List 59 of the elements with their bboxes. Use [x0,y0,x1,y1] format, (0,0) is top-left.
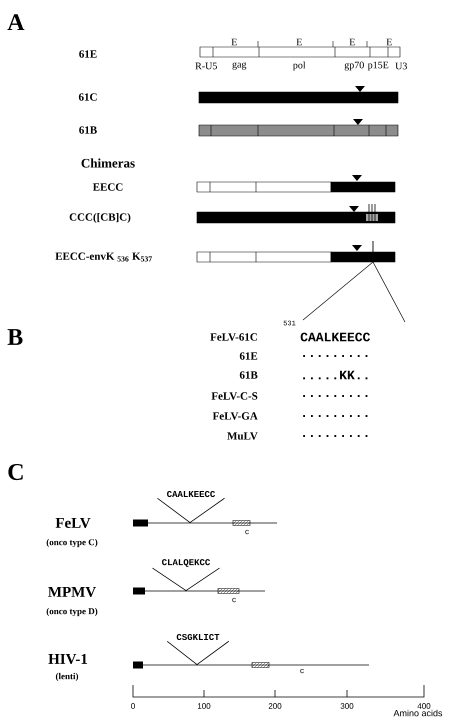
strain-label: 61B [240,371,258,379]
virus-label: FeLV [56,518,90,528]
tick-label: 400 [418,703,430,709]
alignment-dots: ......... [303,435,368,437]
tick-label: 0 [131,703,135,709]
gene-label: gag [232,62,246,70]
protein-map-drawing [132,662,370,668]
panel-letter: C [8,464,23,480]
gene-label: R-U5 [195,62,217,70]
axis-title: Amino acids [394,710,442,716]
leader-line [152,568,220,591]
subtype-label: (lenti) [56,672,78,682]
strain-label: 61C [78,93,97,101]
alignment-dots: ......... [303,415,368,417]
subtype-label: (onco type C) [46,538,98,548]
gene-label: pol [293,61,306,71]
segment-label: E [349,38,355,46]
segment-label: E [296,38,302,46]
strain-label: 61B [79,126,97,134]
segment-label: E [231,38,237,46]
sequence-text: CLALQEKCC [162,559,210,567]
virus-label: MPMV [48,586,96,598]
strain-label: CCC([CB]C) [70,213,130,223]
tick-label: 300 [340,703,354,709]
subtype-label: (onco type D) [46,608,98,616]
virus-label: HIV-1 [48,654,88,664]
strain-label: FeLV-GA [212,412,258,420]
strain-label: EECC [92,183,122,191]
tick-label: 200 [268,703,282,709]
panel-letter: B [8,329,23,345]
cysteine-label: c [300,668,304,674]
strain-label: 61E [240,352,258,360]
alignment-dots: ......... [303,395,368,397]
protein-map-drawing [132,588,266,594]
panel-letter: A [7,14,24,30]
leader-line [157,498,225,523]
cysteine-label: c [245,530,249,534]
strain-label: EECC-envK $_{536}$ K$_{537}$ [55,252,152,262]
protein-map-drawing [232,520,250,526]
cysteine-label: c [232,598,236,602]
protein-map-drawing [132,520,278,526]
sequence-text: CAALKEECC [167,490,216,498]
tick-label: 100 [198,703,210,709]
protein-map-drawing [218,588,240,594]
sequence-text: CSGKLICT [176,634,220,640]
strain-label: FeLV-C-S [212,392,258,400]
strain-label: 61E [79,50,97,58]
gene-label: gp70 [344,62,364,70]
group-heading: Chimeras [82,158,135,168]
gene-label: p15E [368,62,388,70]
gene-label: U3 [395,62,407,70]
strain-label: FeLV-61C [210,333,257,341]
sequence-text: CAALKEECC [300,332,370,342]
alignment-dots: ......... [303,355,368,357]
segment-label: E [386,38,392,46]
sequence-text: .....KK.. [303,370,368,380]
strain-label: MuLV [227,432,258,440]
leader-line [166,640,230,665]
protein-map-drawing [252,662,270,668]
